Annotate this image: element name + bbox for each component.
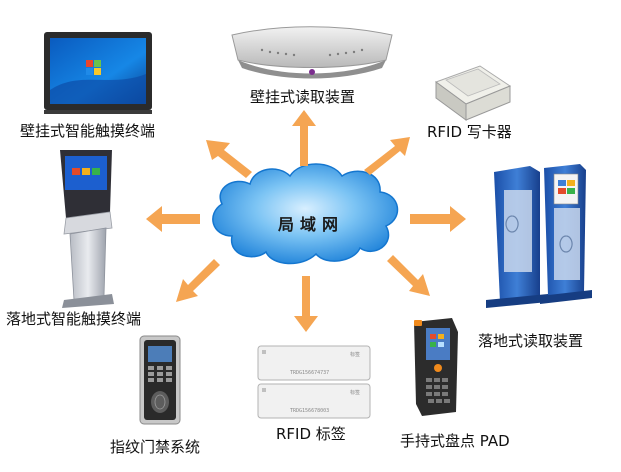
arrow-down — [294, 276, 318, 332]
arrow-up-right — [364, 137, 410, 175]
label-floor-terminal: 落地式智能触摸终端 — [6, 310, 142, 328]
svg-text:标签: 标签 — [350, 351, 360, 358]
center-label: 局域网 — [278, 215, 345, 234]
arrow-down-right — [387, 255, 430, 296]
label-rfid-writer: RFID 写卡器 — [427, 123, 512, 141]
floor-reader-device — [486, 164, 592, 308]
label-wall-terminal: 壁挂式智能触摸终端 — [20, 122, 156, 140]
rfid-tag-cards: 标签 TRDG156674737 标签 TRDG156678003 — [257, 345, 371, 419]
arrow-left — [146, 206, 200, 232]
fingerprint-device — [139, 335, 181, 425]
label-floor-reader: 落地式读取装置 — [478, 332, 584, 350]
lan-cloud — [212, 163, 399, 265]
label-handheld-pad: 手持式盘点 PAD — [400, 432, 510, 450]
arrow-right — [410, 206, 466, 232]
rfid-tag-card — [257, 383, 371, 419]
arrow-down-left — [176, 259, 220, 302]
arrows — [146, 110, 466, 332]
arrow-up-left — [206, 140, 252, 178]
tag2-code: TRDG156678003 — [290, 408, 329, 414]
label-wall-reader: 壁挂式读取装置 — [250, 88, 356, 106]
svg-text:标签: 标签 — [350, 389, 360, 396]
arrow-up — [292, 110, 316, 166]
wall-terminal-device — [44, 32, 152, 114]
tag1-code: TRDG156674737 — [290, 370, 329, 376]
rfid-tag-card — [257, 345, 371, 381]
wall-reader-device — [231, 26, 393, 79]
rfid-writer-device — [434, 65, 512, 121]
label-fingerprint: 指纹门禁系统 — [110, 438, 201, 456]
handheld-pad-device — [414, 318, 458, 416]
floor-terminal-device — [60, 150, 114, 308]
label-rfid-tag: RFID 标签 — [276, 425, 346, 443]
